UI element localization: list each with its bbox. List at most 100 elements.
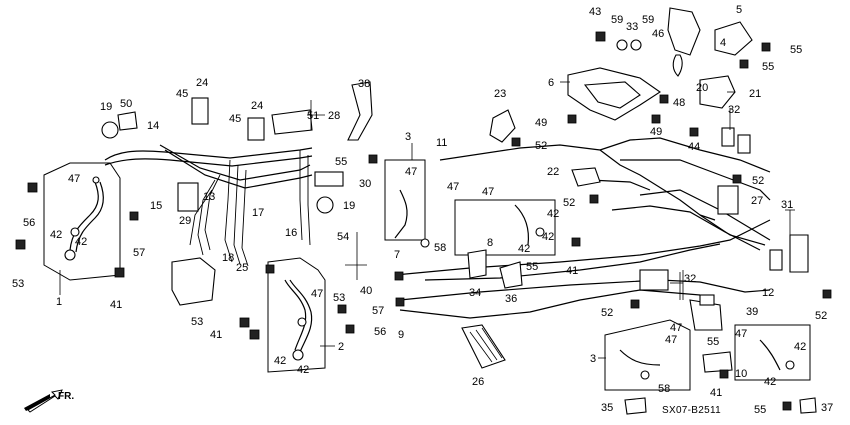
callout-52: 52 — [535, 140, 547, 152]
callout-47: 47 — [670, 322, 682, 334]
callout-47: 47 — [405, 166, 417, 178]
callout-58: 58 — [658, 383, 670, 395]
callout-45: 45 — [229, 113, 241, 125]
callout-9: 9 — [398, 329, 404, 341]
diagram-code: SX07-B2511 — [662, 405, 721, 416]
callout-33: 33 — [626, 21, 638, 33]
callout-5: 5 — [736, 4, 742, 16]
callout-42: 42 — [518, 243, 530, 255]
callout-17: 17 — [252, 207, 264, 219]
callout-57: 57 — [133, 247, 145, 259]
callout-34: 34 — [469, 287, 481, 299]
callout-28: 28 — [328, 110, 340, 122]
callout-44: 44 — [688, 141, 700, 153]
front-direction-label: FR. — [58, 391, 74, 402]
callout-42: 42 — [764, 376, 776, 388]
callout-49: 49 — [535, 117, 547, 129]
callout-30: 30 — [359, 178, 371, 190]
callout-53: 53 — [333, 292, 345, 304]
callout-50: 50 — [120, 98, 132, 110]
callout-12: 12 — [762, 287, 774, 299]
callout-46: 46 — [652, 28, 664, 40]
callout-4: 4 — [720, 37, 726, 49]
callout-1: 1 — [56, 296, 62, 308]
callout-45: 45 — [176, 88, 188, 100]
callout-19: 19 — [100, 101, 112, 113]
callout-21: 21 — [749, 88, 761, 100]
callout-42: 42 — [50, 229, 62, 241]
callout-41: 41 — [710, 387, 722, 399]
callout-7: 7 — [394, 249, 400, 261]
callout-47: 47 — [447, 181, 459, 193]
callout-52: 52 — [563, 197, 575, 209]
callout-47: 47 — [735, 328, 747, 340]
callout-39: 39 — [746, 306, 758, 318]
callout-41: 41 — [566, 265, 578, 277]
callout-40: 40 — [360, 285, 372, 297]
callout-47: 47 — [311, 288, 323, 300]
callout-6: 6 — [548, 77, 554, 89]
callout-55: 55 — [762, 61, 774, 73]
callout-47: 47 — [665, 334, 677, 346]
callout-42: 42 — [297, 364, 309, 376]
fastener-shapes — [15, 31, 832, 411]
callout-22: 22 — [547, 166, 559, 178]
part-shapes — [101, 7, 817, 415]
callout-52: 52 — [601, 307, 613, 319]
callout-58: 58 — [434, 242, 446, 254]
callout-55: 55 — [707, 336, 719, 348]
callout-27: 27 — [751, 195, 763, 207]
callout-3: 3 — [405, 131, 411, 143]
callout-16: 16 — [285, 227, 297, 239]
callout-59: 59 — [611, 14, 623, 26]
callout-24: 24 — [251, 100, 263, 112]
callout-53: 53 — [191, 316, 203, 328]
callout-42: 42 — [75, 236, 87, 248]
callout-36: 36 — [505, 293, 517, 305]
callout-47: 47 — [482, 186, 494, 198]
callout-2: 2 — [338, 341, 344, 353]
callout-41: 41 — [110, 299, 122, 311]
callout-42: 42 — [794, 341, 806, 353]
callout-52: 52 — [752, 175, 764, 187]
callout-53: 53 — [12, 278, 24, 290]
callout-51: 51 — [307, 110, 319, 122]
callout-13: 13 — [203, 191, 215, 203]
callout-26: 26 — [472, 376, 484, 388]
callout-14: 14 — [147, 120, 159, 132]
callout-56: 56 — [23, 217, 35, 229]
callout-41: 41 — [210, 329, 222, 341]
callout-43: 43 — [589, 6, 601, 18]
callout-57: 57 — [372, 305, 384, 317]
callout-19: 19 — [343, 200, 355, 212]
callout-29: 29 — [179, 215, 191, 227]
callout-52: 52 — [815, 310, 827, 322]
callout-11: 11 — [436, 137, 447, 149]
callout-49: 49 — [650, 126, 662, 138]
callout-31: 31 — [781, 199, 793, 211]
callout-25: 25 — [236, 262, 248, 274]
callout-47: 47 — [68, 173, 80, 185]
callout-labels: 1 2 3 3 4 5 6 7 8 9 10 11 12 13 14 15 16… — [12, 4, 833, 416]
callout-42: 42 — [547, 208, 559, 220]
callout-38: 38 — [358, 78, 370, 90]
callout-55: 55 — [335, 156, 347, 168]
callout-23: 23 — [494, 88, 506, 100]
callout-24: 24 — [196, 77, 208, 89]
callout-10: 10 — [735, 368, 747, 380]
callout-32: 32 — [684, 273, 696, 285]
callout-42: 42 — [542, 231, 554, 243]
callout-59: 59 — [642, 14, 654, 26]
callout-35: 35 — [601, 402, 613, 414]
callout-32: 32 — [728, 104, 740, 116]
callout-18: 18 — [222, 252, 234, 264]
callout-54: 54 — [337, 231, 349, 243]
callout-42: 42 — [274, 355, 286, 367]
rear-hose-group-lower — [604, 319, 811, 391]
callout-3: 3 — [590, 353, 596, 365]
callout-8: 8 — [487, 237, 493, 249]
callout-37: 37 — [821, 402, 833, 414]
callout-55: 55 — [790, 44, 802, 56]
callout-55: 55 — [754, 404, 766, 416]
